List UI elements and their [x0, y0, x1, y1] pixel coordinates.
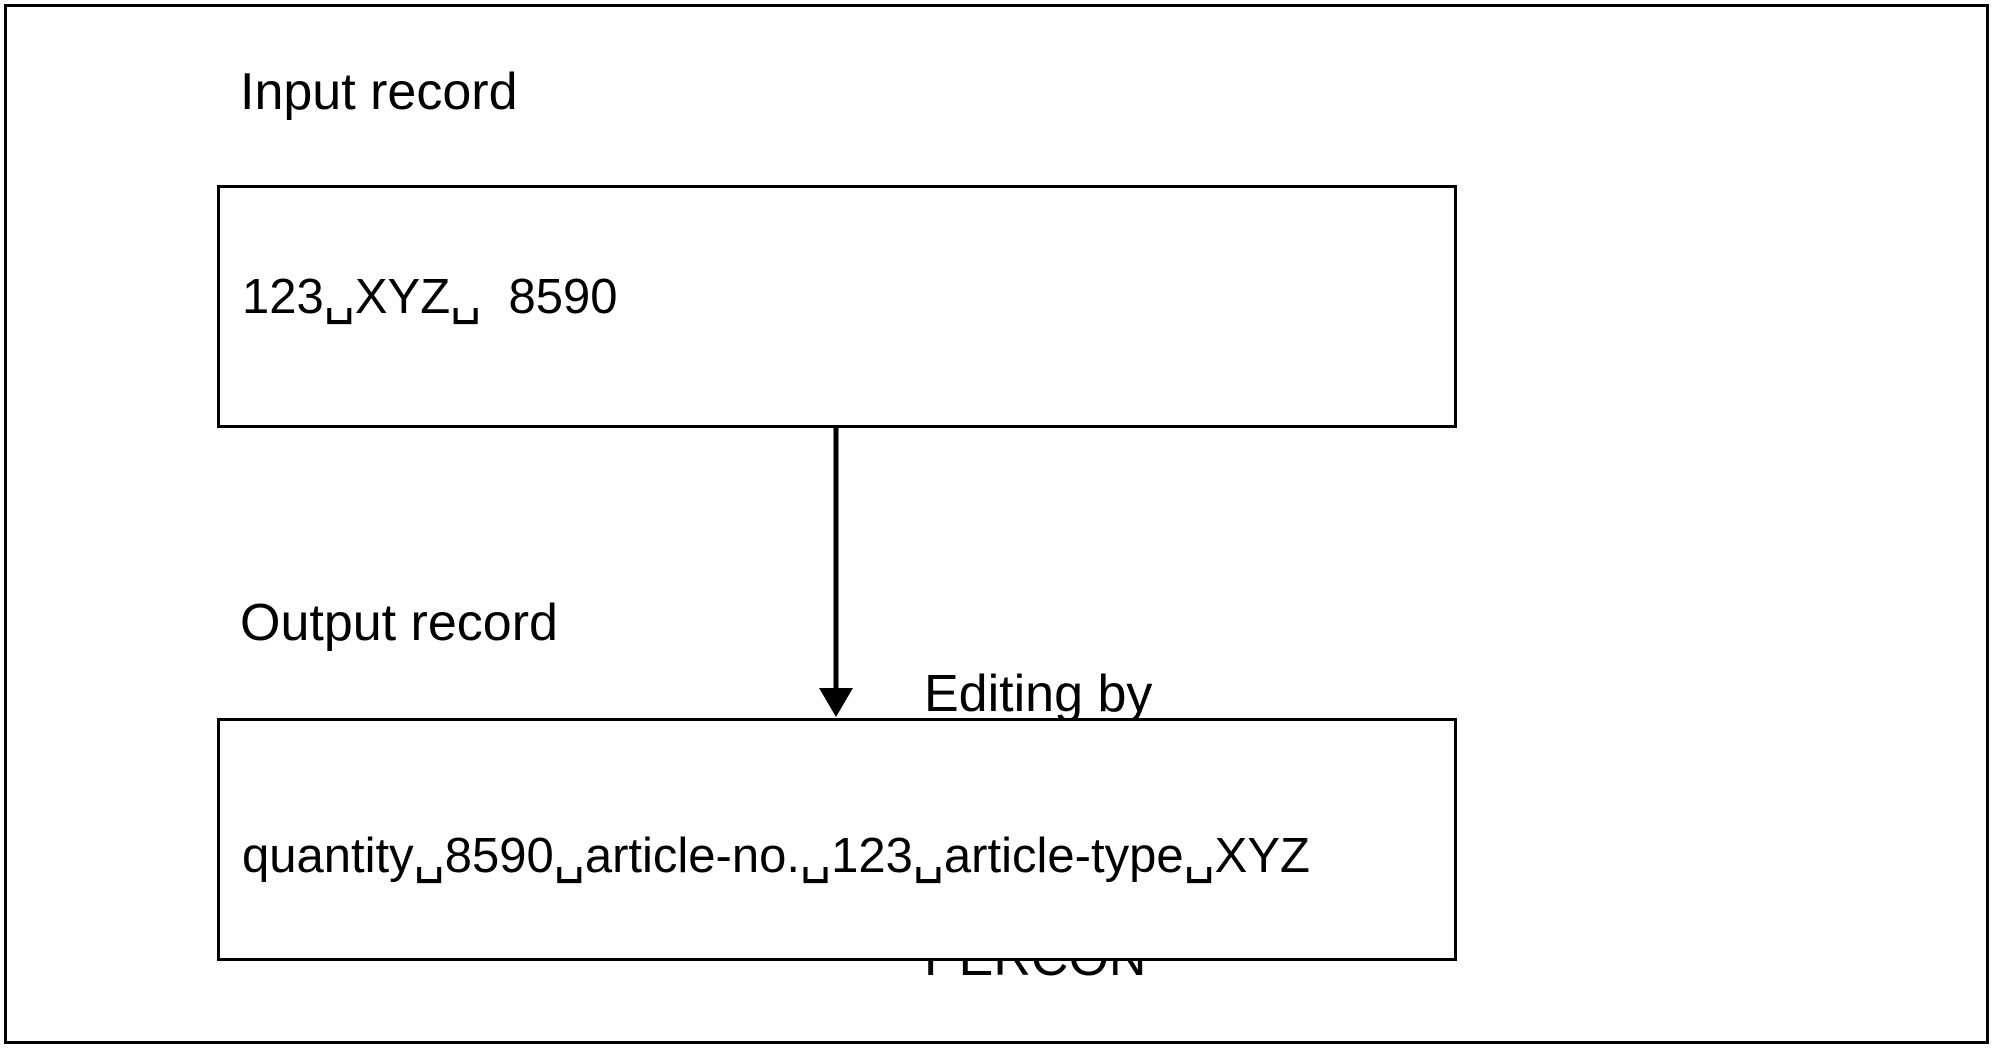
input-record-label: Input record [240, 63, 518, 121]
output-record-label: Output record [240, 594, 558, 652]
down-arrow-icon [819, 427, 853, 717]
process-label-line1: Editing by [924, 665, 1153, 723]
input-record-box: 123␣XYZ␣ 8590 [217, 185, 1457, 428]
diagram-border-frame [4, 4, 1989, 1044]
output-record-text: quantity␣8590␣article-no.␣123␣article-ty… [242, 829, 1310, 883]
input-record-text: 123␣XYZ␣ 8590 [242, 270, 618, 324]
output-record-box: quantity␣8590␣article-no.␣123␣article-ty… [217, 718, 1457, 961]
